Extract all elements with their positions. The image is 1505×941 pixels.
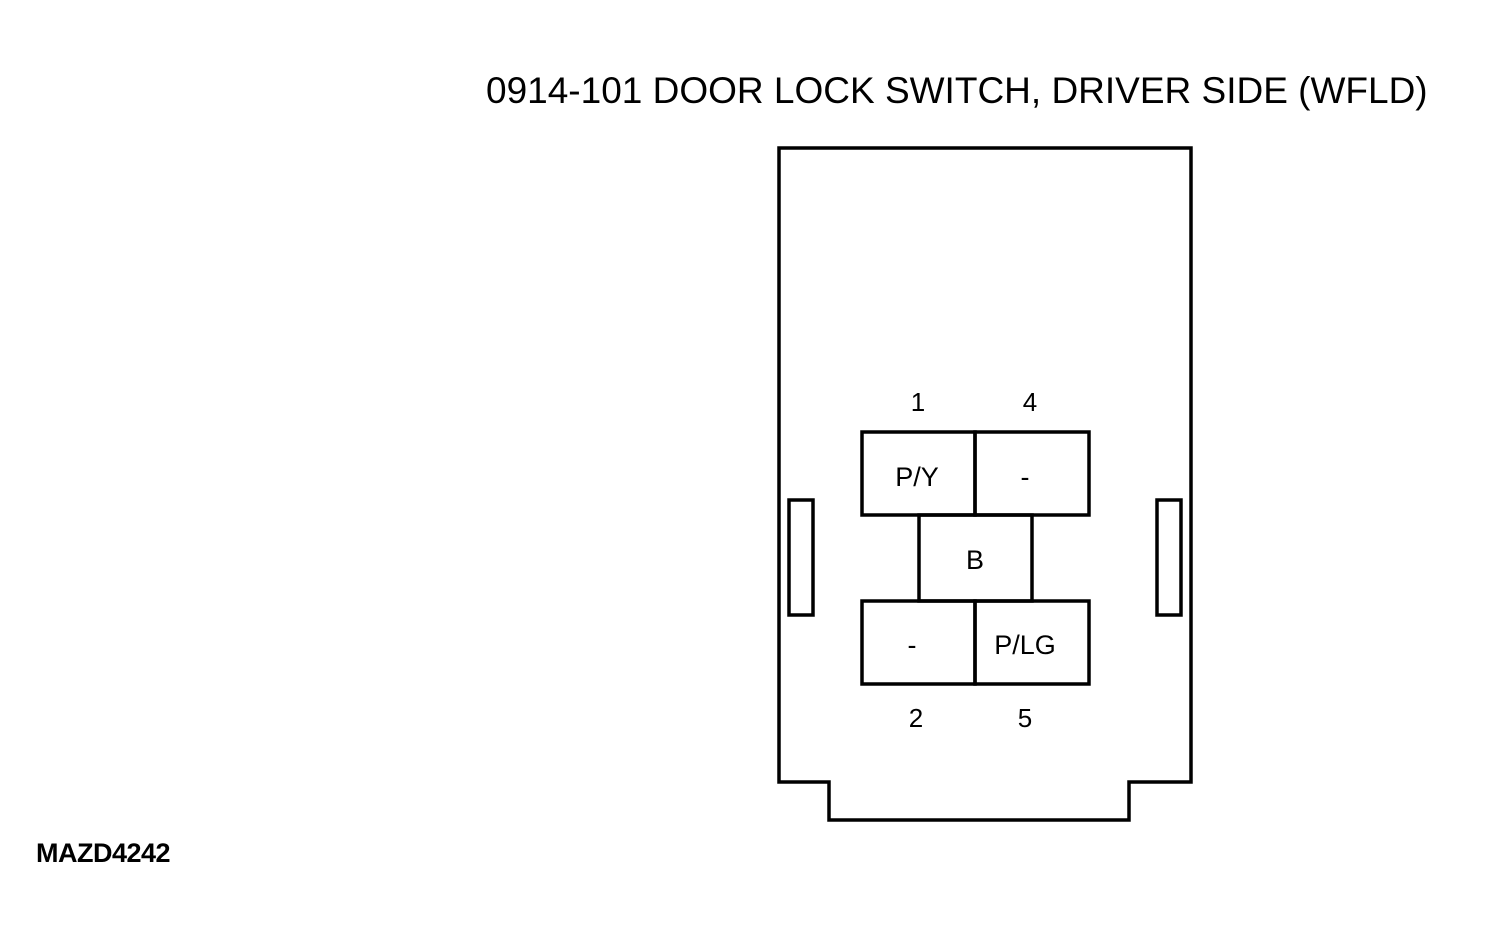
cavity-4 [973,430,1091,517]
pin-number-1: 1 [911,387,925,417]
cavity-1-wire-color: P/Y [895,462,939,492]
left-lock-tab [787,498,815,617]
right-lock-tab [1155,498,1183,617]
figure-code: MAZD4242 [36,838,171,868]
pin-number-4: 4 [1023,387,1037,417]
cavity-2-wire-color: - [908,630,917,660]
diagram-title: 0914-101 DOOR LOCK SWITCH, DRIVER SIDE (… [486,70,1428,111]
cavity-5 [973,599,1091,686]
cavity-4-wire-color: - [1021,462,1030,492]
pin-number-5: 5 [1018,703,1032,733]
cavity-5-wire-color: P/LG [994,630,1056,660]
cavity-2 [860,599,977,686]
connector-housing [777,146,1193,822]
pin-number-2: 2 [909,703,923,733]
cavity-3-wire-color: B [966,545,984,575]
